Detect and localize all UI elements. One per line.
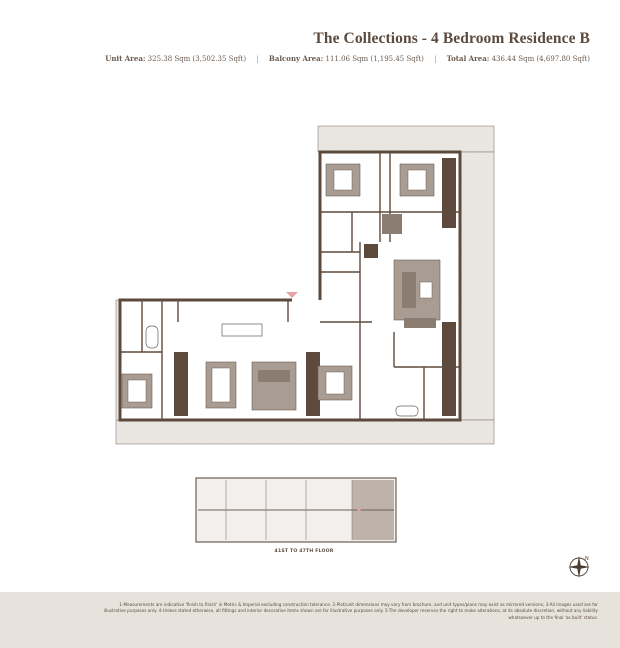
key-plan [195,477,397,543]
balcony-area-label: Balcony Area: [268,54,324,63]
balcony-north [317,125,495,153]
total-area-value: 436.44 Sqm (4,697.80 Sqft) [491,55,590,63]
sofa-icon [258,370,290,382]
unit-area-label: Unit Area: [105,54,146,63]
floor-plan [115,125,495,445]
bathtub-icon [395,405,419,417]
key-plan-marker [356,508,362,512]
exterior-walls [118,150,462,422]
balcony-area-value: 111.06 Sqm (1,195.45 Sqft) [325,55,424,63]
sofa-icon [402,272,416,308]
area-summary: Unit Area: 325.38 Sqm (3,502.35 Sqft) | … [105,54,590,63]
svg-text:N: N [585,556,589,562]
total-area-label: Total Area: [446,54,490,63]
bed-icon [399,163,435,197]
disclaimer-footer: 1-Measurements are indicative 'finish to… [0,592,620,648]
north-compass-icon: N [568,556,590,578]
dining-table-top [211,367,231,403]
wardrobe [382,214,402,234]
unit-area-value: 325.38 Sqm (3,502.35 Sqft) [147,55,247,63]
coffee-table [419,281,433,299]
wardrobe [404,318,436,328]
separator: | [434,55,437,63]
bed-icon [325,163,361,197]
balcony-south [115,419,495,445]
disclaimer-text: 1-Measurements are indicative 'finish to… [103,602,598,620]
bed-icons [121,163,435,409]
structural-columns [174,158,456,416]
separator: | [256,55,259,63]
floor-range-label: 41ST TO 47TH FLOOR [274,549,334,554]
rug [251,361,297,411]
page-title: The Collections - 4 Bedroom Residence B [313,30,590,47]
header: The Collections - 4 Bedroom Residence B … [105,30,590,63]
rug [393,259,441,321]
bathtub-icon [145,325,159,349]
entry-marker-icon [286,292,298,298]
living-furniture [145,214,441,417]
bed-icon [121,373,153,409]
balcony-east [459,151,495,421]
kitchen-island [221,323,263,337]
bed-icon [317,365,353,401]
